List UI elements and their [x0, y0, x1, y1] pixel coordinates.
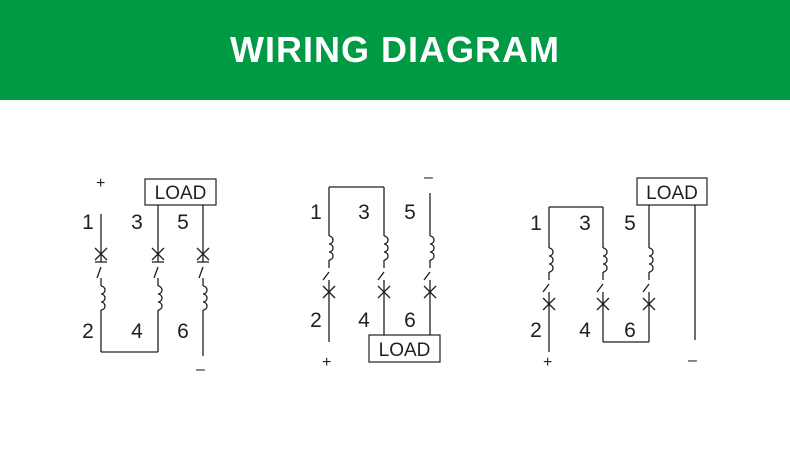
breaker-pole: [196, 235, 210, 321]
terminal-label-6: 6: [177, 320, 189, 343]
terminal-label-2: 2: [310, 309, 322, 332]
minus-sign: –: [196, 361, 205, 378]
plus-sign: +: [96, 175, 105, 192]
terminal-label-5: 5: [404, 201, 416, 224]
header-banner: WIRING DIAGRAM: [0, 0, 790, 100]
minus-sign: –: [424, 169, 433, 186]
load-box: [636, 177, 708, 206]
breaker-pole: [322, 217, 336, 315]
page-title: WIRING DIAGRAM: [230, 29, 560, 70]
terminal-label-1: 1: [82, 211, 94, 234]
wiring-diagram-2: – 1 3 5 2 4 6 LOAD +: [310, 169, 441, 371]
terminal-label-2: 2: [82, 320, 94, 343]
terminal-label-6: 6: [404, 309, 416, 332]
terminal-label-4: 4: [358, 309, 370, 332]
breaker-pole: [377, 217, 391, 315]
load-box: [144, 178, 217, 206]
load-label: LOAD: [646, 183, 698, 204]
terminal-label-4: 4: [579, 319, 591, 342]
terminal-label-3: 3: [358, 201, 370, 224]
plus-sign: +: [543, 354, 552, 371]
load-label: LOAD: [155, 183, 207, 204]
load-label: LOAD: [379, 340, 431, 361]
terminal-label-2: 2: [530, 319, 542, 342]
breaker-pole: [642, 229, 656, 327]
wiring-diagram-3: LOAD 1 3 5 2 4 6 + –: [530, 177, 708, 371]
terminal-label-3: 3: [131, 211, 143, 234]
terminal-label-5: 5: [624, 212, 636, 235]
terminal-label-5: 5: [177, 211, 189, 234]
breaker-pole: [542, 229, 556, 327]
terminal-label-3: 3: [579, 212, 591, 235]
wiring-diagram-1: + LOAD 1 3 5 2 4 6 –: [82, 175, 217, 378]
terminal-label-4: 4: [131, 320, 143, 343]
breaker-pole: [423, 217, 437, 315]
terminal-label-1: 1: [310, 201, 322, 224]
terminal-label-6: 6: [624, 319, 636, 342]
breaker-pole: [596, 229, 610, 327]
breaker-pole: [151, 235, 165, 321]
terminal-label-1: 1: [530, 212, 542, 235]
plus-sign: +: [322, 354, 331, 371]
minus-sign: –: [688, 352, 697, 369]
breaker-pole: [94, 235, 108, 321]
load-box: [368, 334, 441, 363]
